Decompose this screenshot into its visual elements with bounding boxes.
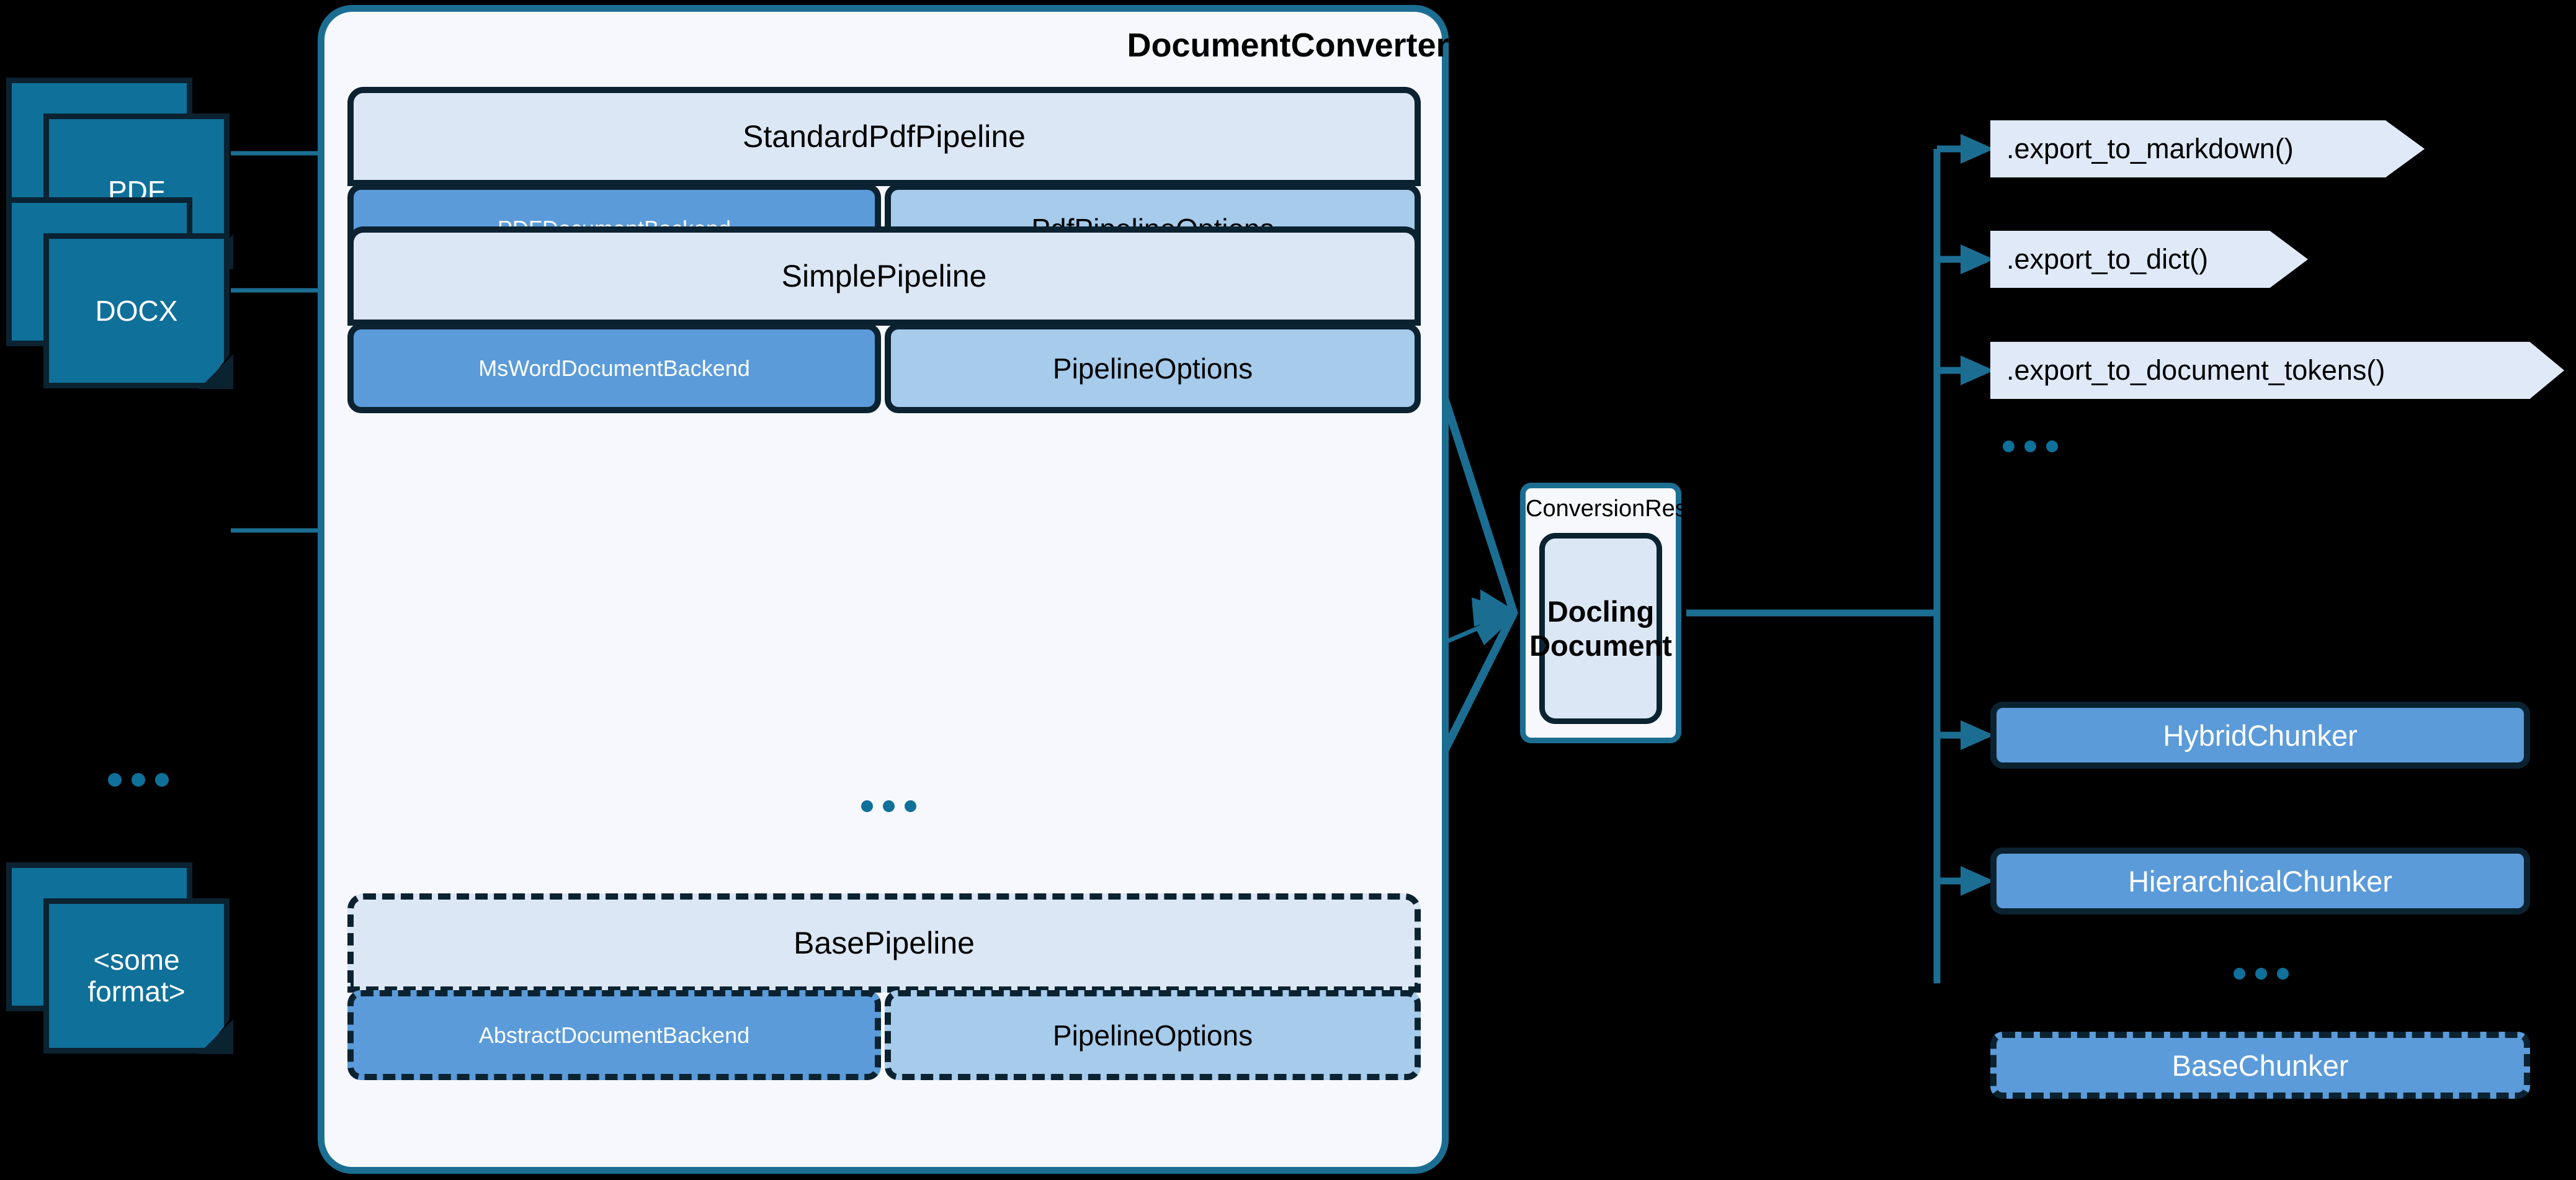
export-chip-markdown[interactable]: .export_to_markdown() bbox=[1990, 120, 2425, 177]
conversion-result-title: ConversionResult bbox=[1526, 496, 1712, 522]
pipeline-name: BasePipeline bbox=[347, 893, 1421, 993]
pipeline-backend[interactable]: AbstractDocumentBackend bbox=[347, 990, 881, 1080]
export-chip-document-tokens[interactable]: .export_to_document_tokens() bbox=[1990, 342, 2564, 399]
docling-document-line1: Docling bbox=[1547, 594, 1655, 628]
export-label: .export_to_dict() bbox=[2006, 243, 2209, 275]
source-label: DOCX bbox=[95, 294, 178, 327]
pipeline-name: StandardPdfPipeline bbox=[347, 87, 1421, 186]
pipeline-options[interactable]: PipelineOptions bbox=[885, 323, 1421, 413]
pipeline-name: SimplePipeline bbox=[347, 226, 1421, 326]
exports-ellipsis bbox=[2003, 440, 2058, 452]
pipeline-backend[interactable]: MsWordDocumentBackend bbox=[347, 323, 881, 413]
page-title: DocumentConverter bbox=[1127, 27, 1449, 64]
chunker-base[interactable]: BaseChunker bbox=[1990, 1032, 2530, 1099]
chunker-label: HierarchicalChunker bbox=[2128, 864, 2392, 898]
docling-document-node[interactable]: Docling Document bbox=[1529, 533, 1672, 724]
export-label: .export_to_document_tokens() bbox=[2006, 354, 2386, 386]
source-ellipsis bbox=[108, 773, 169, 787]
doc-front-sheet-icon: <some format> bbox=[43, 898, 230, 1053]
chunkers-ellipsis bbox=[2234, 968, 2289, 980]
pipeline-base[interactable]: BasePipeline AbstractDocumentBackend Pip… bbox=[347, 893, 1421, 1080]
chunker-label: BaseChunker bbox=[2171, 1048, 2349, 1082]
docling-document-line2: Document bbox=[1529, 629, 1672, 662]
chunker-hybrid[interactable]: HybridChunker bbox=[1990, 702, 2530, 769]
edge-arrowheads-right bbox=[1961, 134, 1994, 896]
edge-arrowheads-result bbox=[1472, 589, 1519, 645]
doc-front-sheet-icon: DOCX bbox=[43, 233, 230, 388]
chunker-label: HybridChunker bbox=[2163, 718, 2358, 752]
chunker-hierarchical[interactable]: HierarchicalChunker bbox=[1990, 847, 2530, 914]
source-label: <some format> bbox=[87, 944, 186, 1008]
pipeline-options[interactable]: PipelineOptions bbox=[885, 990, 1421, 1080]
pipeline-simple[interactable]: SimplePipeline MsWordDocumentBackend Pip… bbox=[347, 226, 1421, 413]
edge-trunk-to-hierarchical bbox=[1933, 803, 1972, 885]
converter-ellipsis bbox=[861, 800, 916, 812]
export-chip-dict[interactable]: .export_to_dict() bbox=[1990, 231, 2308, 288]
conversion-result-box[interactable]: ConversionResult Docling Document bbox=[1520, 483, 1712, 743]
export-label: .export_to_markdown() bbox=[2006, 133, 2294, 164]
